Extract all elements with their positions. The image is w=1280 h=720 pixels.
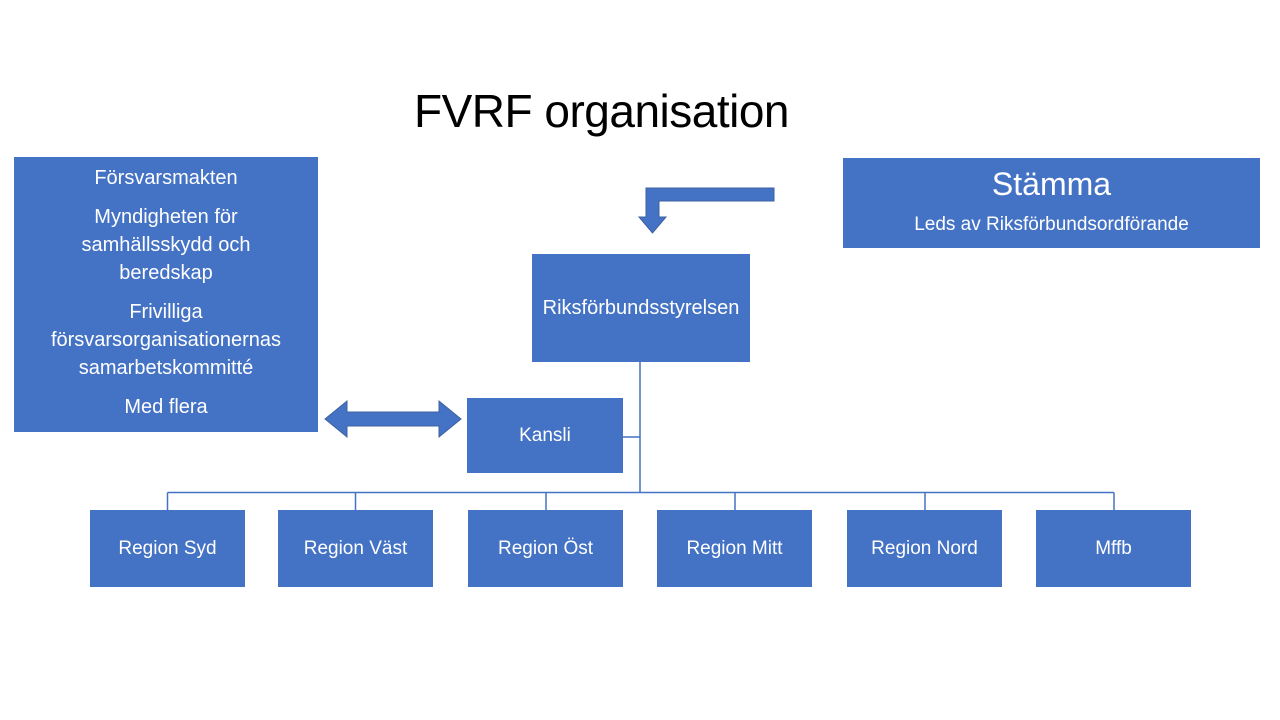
- kansli-box: Kansli: [467, 398, 623, 473]
- stamma-subtitle: Leds av Riksförbundsordförande: [914, 214, 1189, 235]
- double-headed-arrow-icon: [324, 399, 462, 439]
- region-label: Region Syd: [118, 537, 217, 559]
- external-org-fos: Frivilliga försvarsorganisationernas sam…: [50, 301, 282, 379]
- region-label: Region Öst: [497, 537, 594, 559]
- region-label: Region Nord: [871, 537, 978, 559]
- region-box-nord: Region Nord: [847, 510, 1002, 587]
- region-label: Region Mitt: [686, 537, 783, 559]
- external-org-msb: Myndigheten för samhällsskydd och bereds…: [81, 206, 251, 284]
- page-title: FVRF organisation: [414, 85, 790, 137]
- region-box-ost: Region Öst: [468, 510, 623, 587]
- down-elbow-arrow-icon: [637, 187, 775, 234]
- region-label: Region Väst: [303, 537, 408, 559]
- external-org-med-flera: Med flera: [124, 396, 208, 418]
- region-box-mitt: Region Mitt: [657, 510, 812, 587]
- stamma-title: Stämma: [991, 166, 1112, 202]
- kansli-label: Kansli: [519, 424, 571, 446]
- region-box-syd: Region Syd: [90, 510, 245, 587]
- region-box-vast: Region Väst: [278, 510, 433, 587]
- stamma-box: Stämma Leds av Riksförbundsordförande: [843, 158, 1260, 248]
- region-box-mffb: Mffb: [1036, 510, 1191, 587]
- riksforbundsstyrelsen-box: Riksförbundsstyrelsen: [532, 254, 750, 362]
- external-org-forsvarsmakten: Försvarsmakten: [94, 167, 238, 189]
- external-organisations-box: Försvarsmakten Myndigheten för samhällss…: [14, 157, 318, 432]
- region-label: Mffb: [1095, 537, 1132, 559]
- riksforbundsstyrelsen-label: Riksförbundsstyrelsen: [542, 296, 740, 319]
